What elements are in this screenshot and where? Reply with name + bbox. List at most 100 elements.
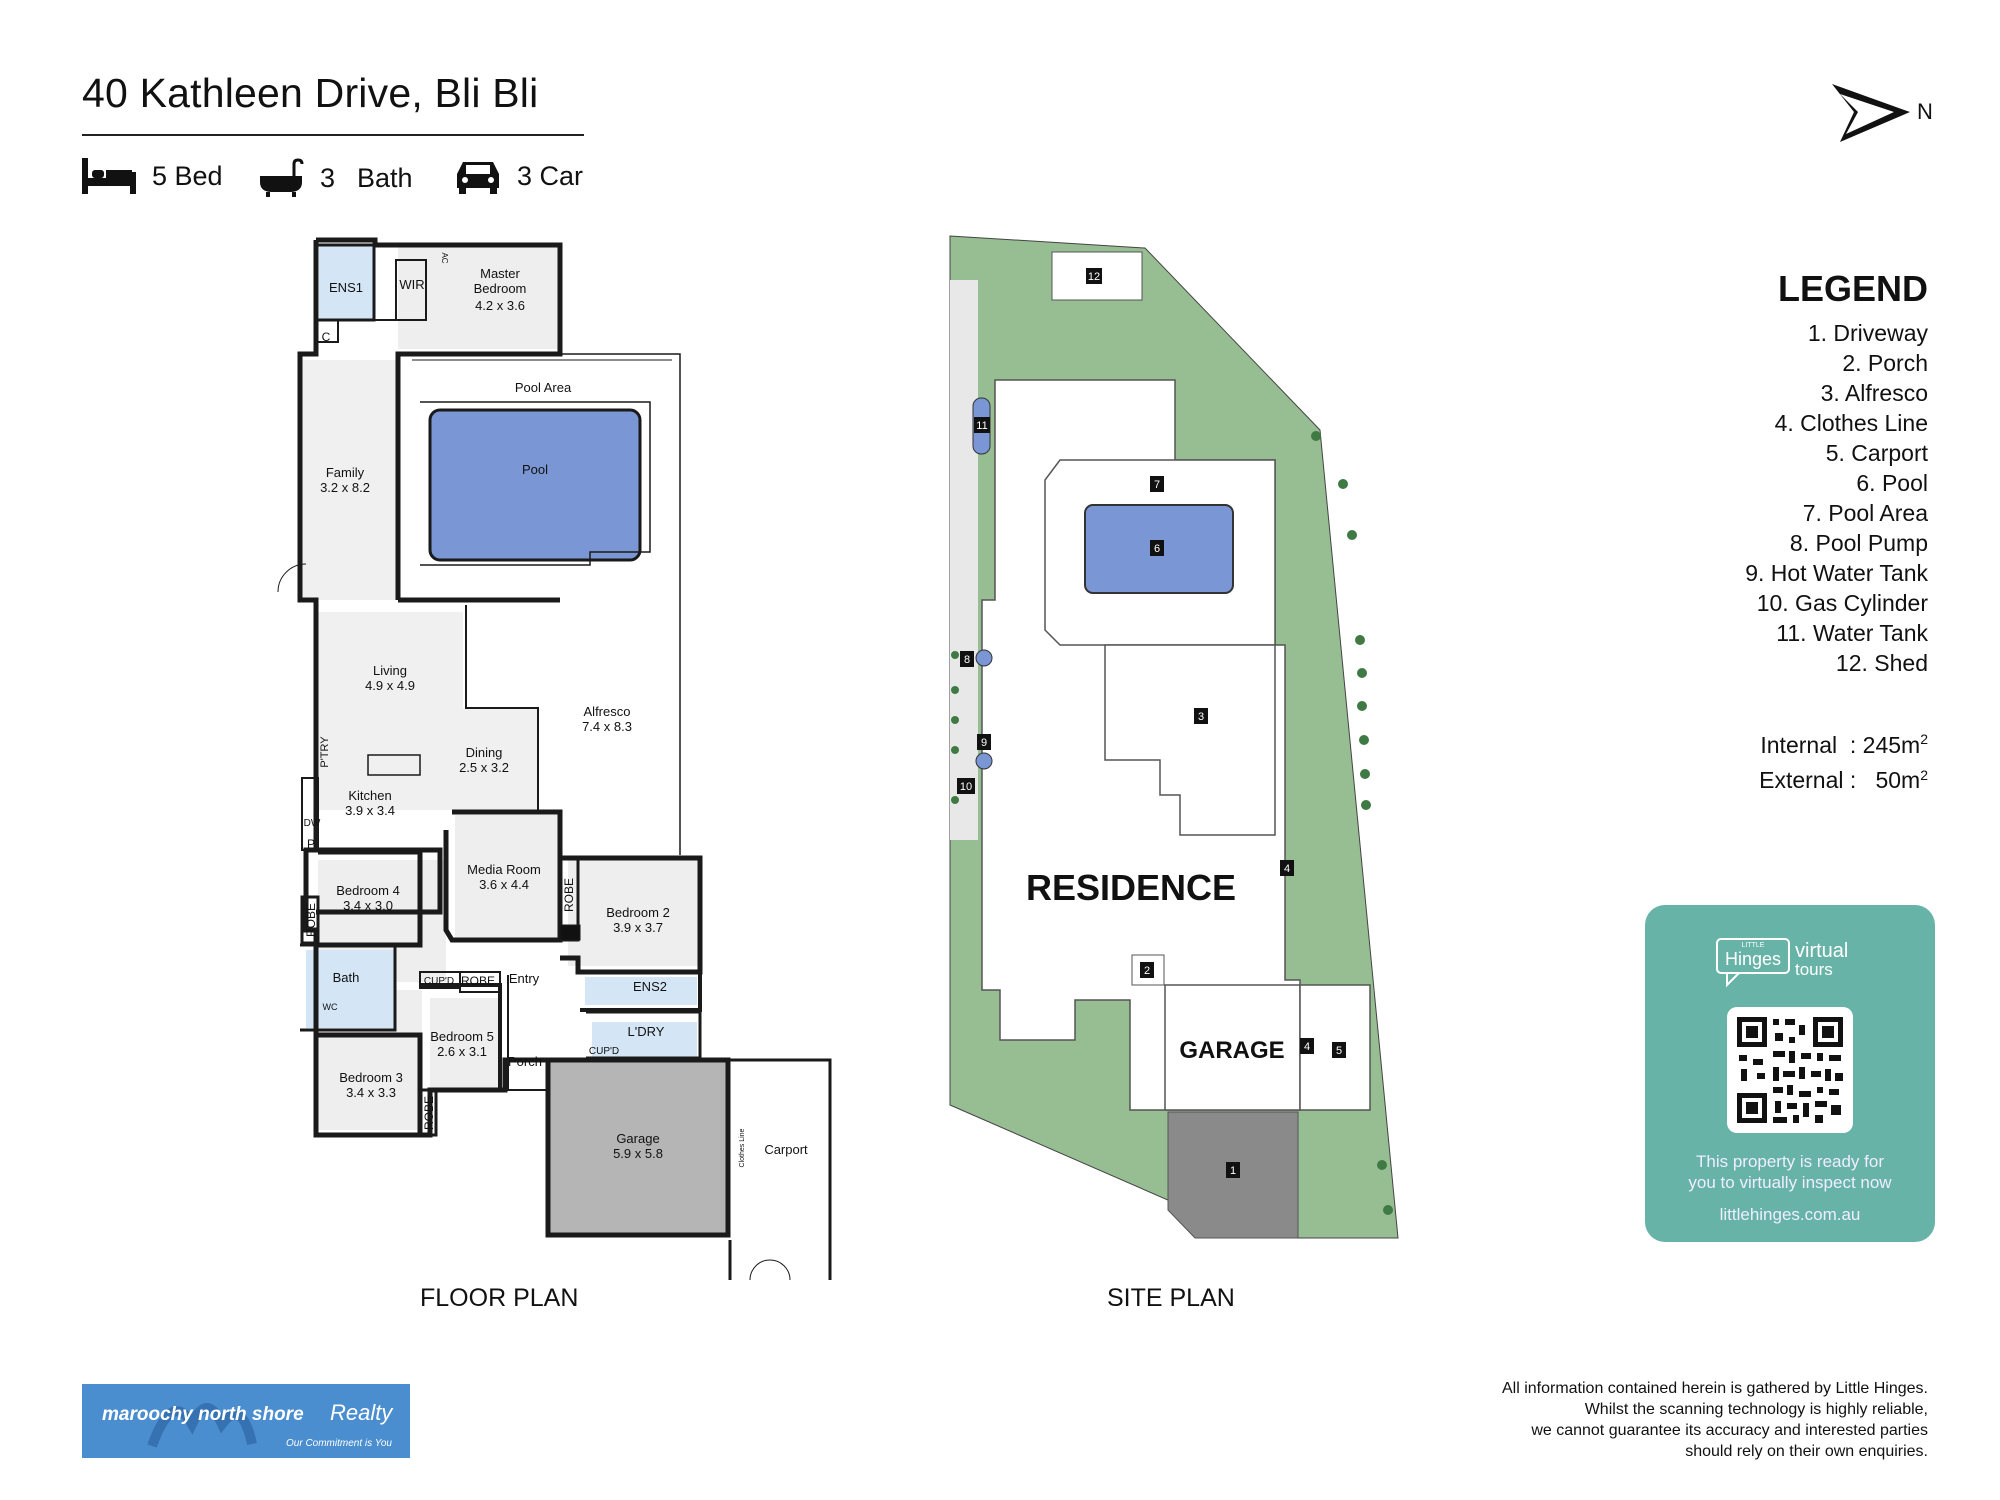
room-family-dims: 3.2 x 8.2 (320, 480, 370, 495)
legend-item: 8. Pool Pump (1789, 530, 1928, 556)
room-clothes-line: Clothes Line (739, 1128, 746, 1167)
room-pool-area: Pool Area (515, 380, 572, 395)
room-garage-dims: 5.9 x 5.8 (613, 1146, 663, 1161)
brand-tours-text: tours (1795, 960, 1833, 979)
room-robe-3: ROBE (461, 974, 495, 988)
room-bedroom2: Bedroom 2 (606, 905, 670, 920)
residence-label: RESIDENCE (1026, 867, 1236, 908)
tour-url-link[interactable]: littlehinges.com.au (1719, 1205, 1861, 1224)
floor-plan-label: FLOOR PLAN (420, 1284, 579, 1312)
bed-label: 5 Bed (152, 160, 223, 191)
room-dining: Dining (466, 745, 503, 760)
room-porch: Porch (508, 1054, 542, 1069)
disclaimer: All information contained herein is gath… (1408, 1378, 1928, 1462)
legend-item: 2. Porch (1842, 350, 1928, 376)
marker-5: 5 (1336, 1045, 1342, 1057)
brand-small-text: LITTLE (1742, 942, 1765, 949)
room-media: Media Room (467, 862, 541, 877)
room-bedroom3-dims: 3.4 x 3.3 (346, 1085, 396, 1100)
marker-4b: 4 (1304, 1041, 1310, 1053)
legend-item: 4. Clothes Line (1774, 410, 1928, 436)
legend-item: 10. Gas Cylinder (1756, 590, 1928, 616)
legend-item: 1. Driveway (1807, 320, 1928, 346)
title-divider (82, 134, 584, 136)
bath-count: 3 Bath (258, 158, 413, 198)
marker-6: 6 (1154, 543, 1160, 555)
agency-tagline: Our Commitment is You (286, 1438, 392, 1449)
room-master-dims: 4.2 x 3.6 (475, 298, 525, 313)
agency-logo: maroochy north shore Realty Our Commitme… (82, 1384, 410, 1458)
room-robe-4: ROBE (422, 1096, 436, 1130)
qr-code[interactable] (1727, 1007, 1853, 1133)
marker-8: 8 (964, 654, 970, 666)
page-title: 40 Kathleen Drive, Bli Bli (82, 70, 539, 116)
room-ldry: L'DRY (628, 1024, 665, 1039)
room-bedroom2-dims: 3.9 x 3.7 (613, 920, 663, 935)
marker-3: 3 (1198, 711, 1204, 723)
agency-realty: Realty (330, 1400, 394, 1425)
room-living: Living (373, 663, 407, 678)
marker-7: 7 (1154, 479, 1160, 491)
room-wc: WC (323, 1002, 338, 1012)
disclaimer-line: should rely on their own enquiries. (1685, 1443, 1928, 1460)
marker-12: 12 (1088, 271, 1100, 283)
external-area-unit-sup: 2 (1920, 766, 1928, 783)
marker-10: 10 (960, 781, 972, 793)
site-plan-label: SITE PLAN (1107, 1284, 1235, 1312)
virtual-tour-card[interactable]: LITTLE Hinges virtual tours (1645, 905, 1935, 1242)
car-count: 3 Car (455, 158, 583, 194)
room-ens1: ENS1 (329, 280, 363, 295)
bath-number: 3 (320, 162, 336, 193)
room-family: Family (326, 465, 365, 480)
room-bedroom5: Bedroom 5 (430, 1029, 494, 1044)
disclaimer-line: we cannot guarantee its accuracy and int… (1531, 1422, 1928, 1439)
brand-virtual-text: virtual (1795, 940, 1848, 962)
room-alfresco-dims: 7.4 x 8.3 (582, 719, 632, 734)
car-label: 3 Car (517, 160, 584, 191)
room-kitchen-dims: 3.9 x 3.4 (345, 803, 395, 818)
room-carport: Carport (764, 1142, 808, 1157)
external-area: External : 50m2 (1759, 760, 1928, 796)
room-cupd-2: CUP'D (589, 1046, 619, 1057)
marker-9: 9 (981, 737, 987, 749)
room-robe-1: ROBE (562, 878, 576, 912)
room-dining-dims: 2.5 x 3.2 (459, 760, 509, 775)
legend-item: 6. Pool (1856, 470, 1928, 496)
room-pool: Pool (522, 462, 548, 477)
disclaimer-line: All information contained herein is gath… (1501, 1380, 1928, 1397)
room-garage: Garage (616, 1131, 659, 1146)
floor-plan: Master Bedroom 4.2 x 3.6 WIR ENS1 C Fami… (277, 237, 832, 1281)
room-cupd-1: CUP'D (424, 976, 454, 987)
marker-2: 2 (1144, 965, 1150, 977)
area-summary: Internal : 245m2 External : 50m2 (1759, 724, 1928, 795)
room-bath: Bath (333, 970, 360, 985)
marker-4a: 4 (1284, 863, 1290, 875)
internal-area: Internal : 245m2 (1759, 724, 1928, 760)
tour-text-line-1: This property is ready for (1695, 1152, 1884, 1171)
room-living-dims: 4.9 x 4.9 (365, 678, 415, 693)
agency-name: maroochy north shore (102, 1404, 304, 1425)
room-kitchen: Kitchen (348, 788, 391, 803)
tour-text-line-2: you to virtually inspect now (1688, 1173, 1892, 1192)
marker-1: 1 (1230, 1165, 1236, 1177)
internal-area-unit-sup: 2 (1920, 731, 1928, 747)
legend-item: 11. Water Tank (1776, 620, 1928, 646)
internal-area-value: : 245m (1849, 731, 1921, 758)
legend-item: 9. Hot Water Tank (1745, 560, 1928, 586)
bath-label: Bath (357, 162, 413, 193)
room-media-dims: 3.6 x 4.4 (479, 877, 529, 892)
disclaimer-line: Whilst the scanning technology is highly… (1584, 1401, 1928, 1418)
bathtub-icon (260, 158, 304, 197)
marker-11: 11 (976, 420, 987, 432)
room-master-name-2: Bedroom (474, 281, 527, 296)
room-bedroom3: Bedroom 3 (339, 1070, 403, 1085)
room-c: C (322, 330, 331, 344)
brand-name-text: Hinges (1725, 949, 1781, 969)
internal-area-label: Internal (1760, 731, 1838, 758)
room-master-name: Master (480, 266, 520, 281)
site-plan: RESIDENCE GARAGE 1 2 3 4 4 5 6 7 8 9 10 … (949, 235, 1399, 1239)
legend-list: 1. Driveway 2. Porch 3. Alfresco 4. Clot… (1745, 318, 1928, 678)
room-dw: DW (304, 818, 321, 829)
room-alfresco: Alfresco (584, 704, 631, 719)
car-icon (457, 162, 499, 194)
